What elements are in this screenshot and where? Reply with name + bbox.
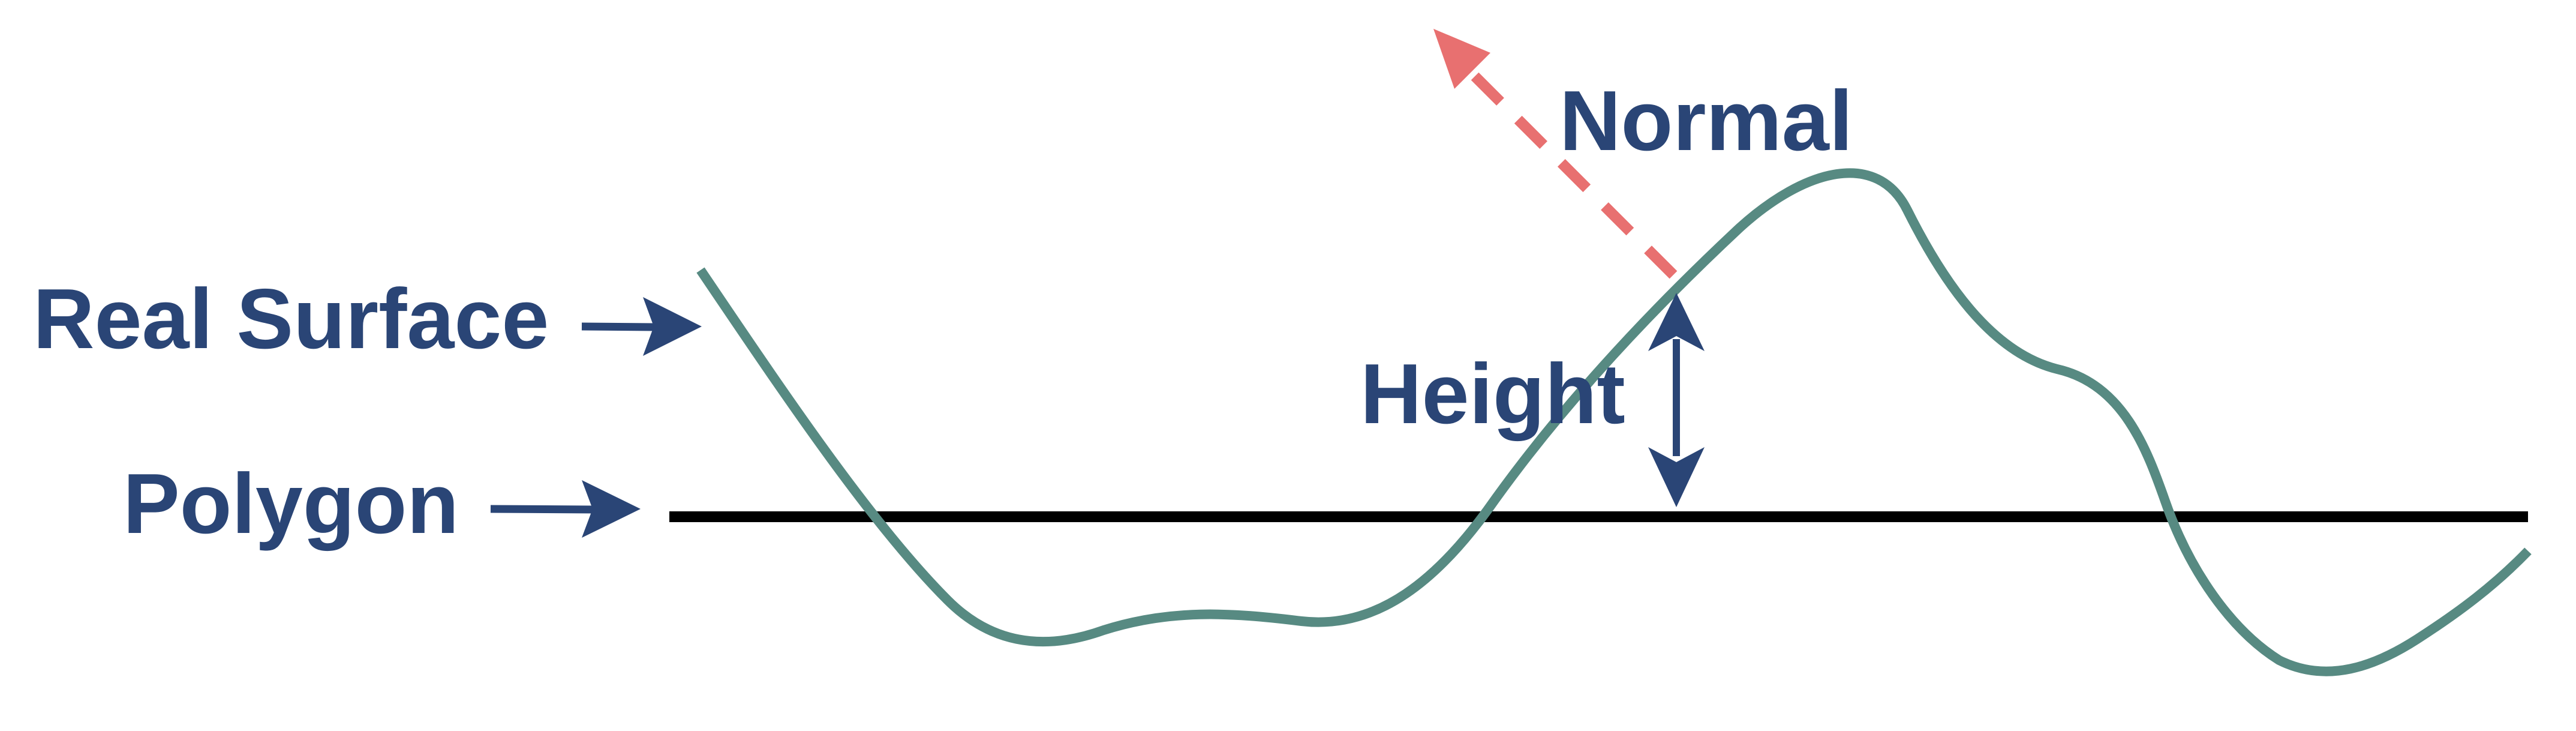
normal-arrowhead [1433, 29, 1490, 89]
real-surface-pointer-arrow [581, 322, 654, 331]
real-surface-curve [696, 168, 2532, 676]
real-surface-pointer-arrowhead [643, 297, 702, 356]
polygon-pointer-arrow [490, 505, 594, 514]
height-arrowhead-top [1648, 293, 1705, 351]
normal-label: Normal [1559, 73, 1853, 169]
polygon-pointer-arrowhead [582, 480, 641, 538]
normal-vector-arrow [1441, 43, 1678, 279]
height-label: Height [1360, 346, 1625, 442]
height-arrowhead-bottom [1648, 447, 1705, 507]
polygon-label: Polygon [123, 456, 459, 552]
real-surface-label: Real Surface [33, 271, 549, 367]
